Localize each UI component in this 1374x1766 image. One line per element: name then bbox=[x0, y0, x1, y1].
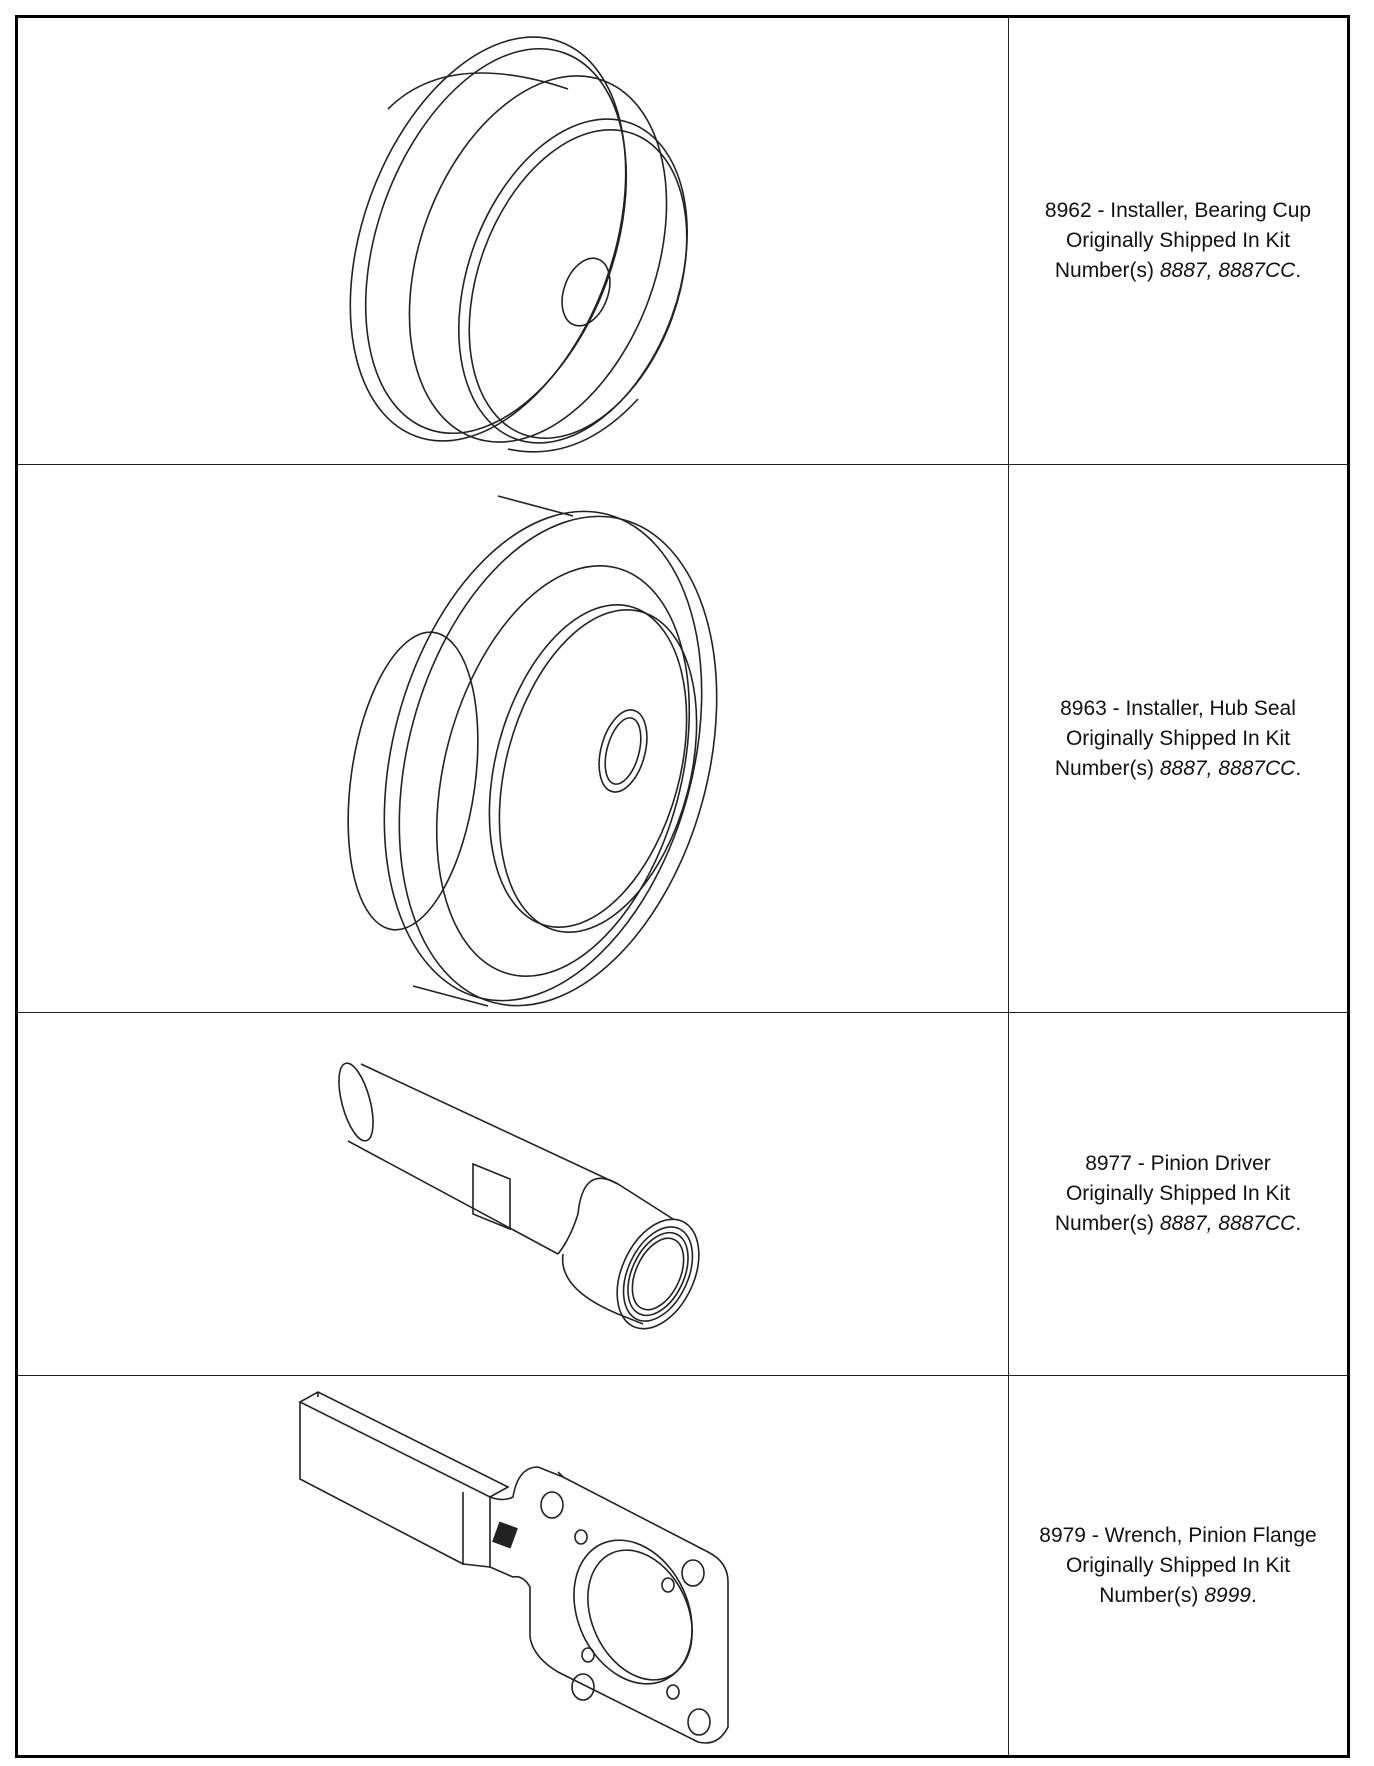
shipped-in-kit-line: Originally Shipped In Kit bbox=[1065, 1553, 1291, 1577]
kit-number-line: Number(s) 8887, 8887CC. bbox=[1009, 256, 1347, 286]
number-prefix: Number(s) bbox=[1054, 1212, 1155, 1235]
tool-title: 8962 - Installer, Bearing Cup bbox=[1044, 199, 1312, 222]
kit-number-line: Number(s) 8887, 8887CC. bbox=[1009, 1209, 1347, 1239]
shipped-in-kit-line: Originally Shipped In Kit bbox=[1065, 726, 1291, 750]
kit-numbers: 8887, 8887CC bbox=[1159, 259, 1296, 282]
tool-description: 8962 - Installer, Bearing Cup Originally… bbox=[1008, 16, 1349, 465]
shipped-in-kit-line: Originally Shipped In Kit bbox=[1065, 1182, 1291, 1205]
terminator: . bbox=[1295, 259, 1302, 282]
tool-illustration-cell bbox=[16, 16, 1009, 465]
terminator: . bbox=[1250, 1583, 1257, 1607]
tool-description: 8977 - Pinion Driver Originally Shipped … bbox=[1008, 1012, 1349, 1376]
kit-numbers: 8999 bbox=[1204, 1583, 1251, 1607]
number-prefix: Number(s) bbox=[1054, 259, 1155, 282]
tool-illustration-cell bbox=[16, 464, 1009, 1013]
tool-title: 8977 - Pinion Driver bbox=[1085, 1152, 1271, 1175]
hub-seal-installer-drawing bbox=[347, 495, 718, 1007]
table-row: 8979 - Wrench, Pinion Flange Originally … bbox=[16, 1375, 1349, 1757]
shipped-in-kit-line: Originally Shipped In Kit bbox=[1065, 229, 1291, 252]
table-row: 8963 - Installer, Hub Seal Originally Sh… bbox=[16, 464, 1349, 1013]
pinion-driver-drawing bbox=[338, 1062, 700, 1330]
kit-numbers: 8887, 8887CC bbox=[1159, 756, 1296, 780]
number-prefix: Number(s) bbox=[1054, 756, 1155, 780]
kit-numbers: 8887, 8887CC bbox=[1159, 1212, 1296, 1235]
tool-title: 8963 - Installer, Hub Seal bbox=[1060, 696, 1296, 720]
kit-number-line: Number(s) 8887, 8887CC. bbox=[1009, 754, 1347, 784]
table-row: 8977 - Pinion Driver Originally Shipped … bbox=[16, 1012, 1349, 1376]
terminator: . bbox=[1295, 1212, 1302, 1235]
number-prefix: Number(s) bbox=[1099, 1583, 1199, 1607]
tool-illustration-cell bbox=[16, 1012, 1009, 1376]
tool-illustration-cell bbox=[16, 1375, 1009, 1757]
special-tools-table: 8962 - Installer, Bearing Cup Originally… bbox=[15, 15, 1350, 1758]
tool-title: 8979 - Wrench, Pinion Flange bbox=[1039, 1523, 1317, 1547]
terminator: . bbox=[1295, 756, 1302, 780]
kit-number-line: Number(s) 8999. bbox=[1009, 1581, 1347, 1611]
pinion-flange-wrench-drawing bbox=[298, 1390, 729, 1744]
bearing-cup-installer-drawing bbox=[349, 35, 688, 453]
tool-description: 8979 - Wrench, Pinion Flange Originally … bbox=[1008, 1375, 1349, 1757]
table-row: 8962 - Installer, Bearing Cup Originally… bbox=[16, 16, 1349, 465]
tool-description: 8963 - Installer, Hub Seal Originally Sh… bbox=[1008, 464, 1349, 1013]
